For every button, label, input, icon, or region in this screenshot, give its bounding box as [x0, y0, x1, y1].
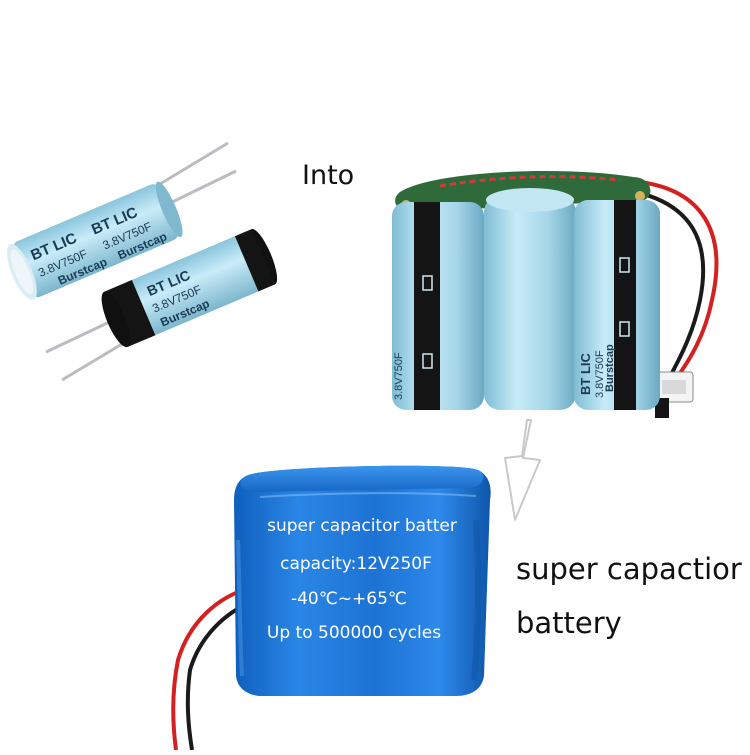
- battery-label-line-4: Up to 500000 cycles: [267, 623, 441, 643]
- connector-socket: [662, 380, 686, 394]
- capacitor-series-text: Burstcap: [604, 344, 616, 392]
- capacitor-lead: [161, 169, 237, 209]
- capacitor-lead: [61, 336, 133, 382]
- battery-pack: super capacitor batter capacity:12V250F …: [171, 465, 491, 751]
- black-wire: [185, 600, 253, 751]
- red-wire: [171, 586, 251, 751]
- result-caption-line-2: battery: [516, 606, 622, 640]
- capacitor-rating-text: 3.8V750F: [393, 352, 405, 400]
- capacitor-rating-text: 3.8V750F: [594, 350, 606, 398]
- battery-wrap: [234, 465, 491, 696]
- down-arrow-icon: [504, 419, 541, 521]
- capacitor-pack: 3.8V750F BT LIC 3.8V750F Burstcap: [392, 170, 719, 418]
- battery-label-line-3: -40℃~+65℃: [291, 589, 407, 609]
- pack-cell-middle: [484, 196, 576, 410]
- result-caption-line-1: super capactior: [516, 552, 742, 586]
- battery-label-line-1: super capacitor batter: [267, 516, 457, 536]
- capacitor-lead: [45, 316, 119, 354]
- capacitor-lead: [149, 141, 229, 192]
- battery-label-line-2: capacity:12V250F: [280, 554, 432, 574]
- capacitor-brand-text: BT LIC: [578, 353, 593, 395]
- red-wire: [639, 180, 719, 382]
- into-caption: Into: [302, 160, 355, 191]
- black-wire: [635, 190, 706, 381]
